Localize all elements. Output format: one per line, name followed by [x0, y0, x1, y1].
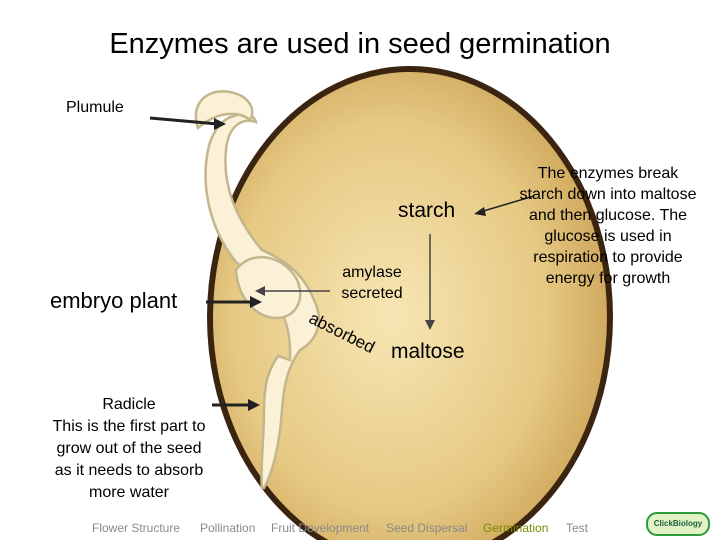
- radicle-label: Radicle This is the first part to grow o…: [38, 394, 220, 504]
- embryo-plant-label: embryo plant: [50, 288, 178, 313]
- radicle-line-4: more water: [88, 484, 170, 501]
- plumule-tip: [194, 90, 254, 131]
- bottom-nav: Flower Structure Pollination Fruit Devel…: [0, 521, 720, 539]
- explanation-arrow: [479, 195, 535, 213]
- amylase-arrowhead: [255, 286, 265, 296]
- seed-coat: [207, 66, 613, 540]
- nav-flower-structure[interactable]: Flower Structure: [92, 521, 181, 535]
- secreted-word: secreted: [341, 285, 403, 302]
- amylase-label: amylase secreted: [320, 262, 424, 304]
- nav-test[interactable]: Test: [566, 521, 589, 535]
- nav-pollination[interactable]: Pollination: [200, 521, 256, 535]
- plumule-label: Plumule: [66, 99, 124, 116]
- starch-label: starch: [398, 199, 456, 222]
- starch-to-maltose-arrowhead: [425, 320, 435, 330]
- page-title: Enzymes are used in seed germination: [109, 28, 611, 60]
- nav-germination[interactable]: Germination: [483, 521, 549, 535]
- radicle-line-2: grow out of the seed: [56, 440, 202, 457]
- nav-seed-dispersal[interactable]: Seed Dispersal: [386, 521, 468, 535]
- radicle-title: Radicle: [102, 396, 156, 413]
- amylase-word: amylase: [342, 264, 402, 281]
- radicle-line-1: This is the first part to: [52, 418, 206, 435]
- clickbiology-logo[interactable]: ClickBiology: [646, 512, 710, 536]
- radicle-line-3: as it needs to absorb: [54, 462, 204, 479]
- maltose-label: maltose: [391, 340, 465, 363]
- embryo-arrowhead: [250, 296, 262, 308]
- explanation-text: The enzymes break starch down into malto…: [519, 165, 697, 287]
- nav-fruit-development[interactable]: Fruit Development: [271, 521, 370, 535]
- plumule-arrowhead: [214, 118, 226, 130]
- seedling: [204, 113, 320, 490]
- radicle-arrowhead: [248, 399, 260, 411]
- explanation-arrowhead: [474, 207, 486, 216]
- plumule-arrow: [149, 116, 219, 126]
